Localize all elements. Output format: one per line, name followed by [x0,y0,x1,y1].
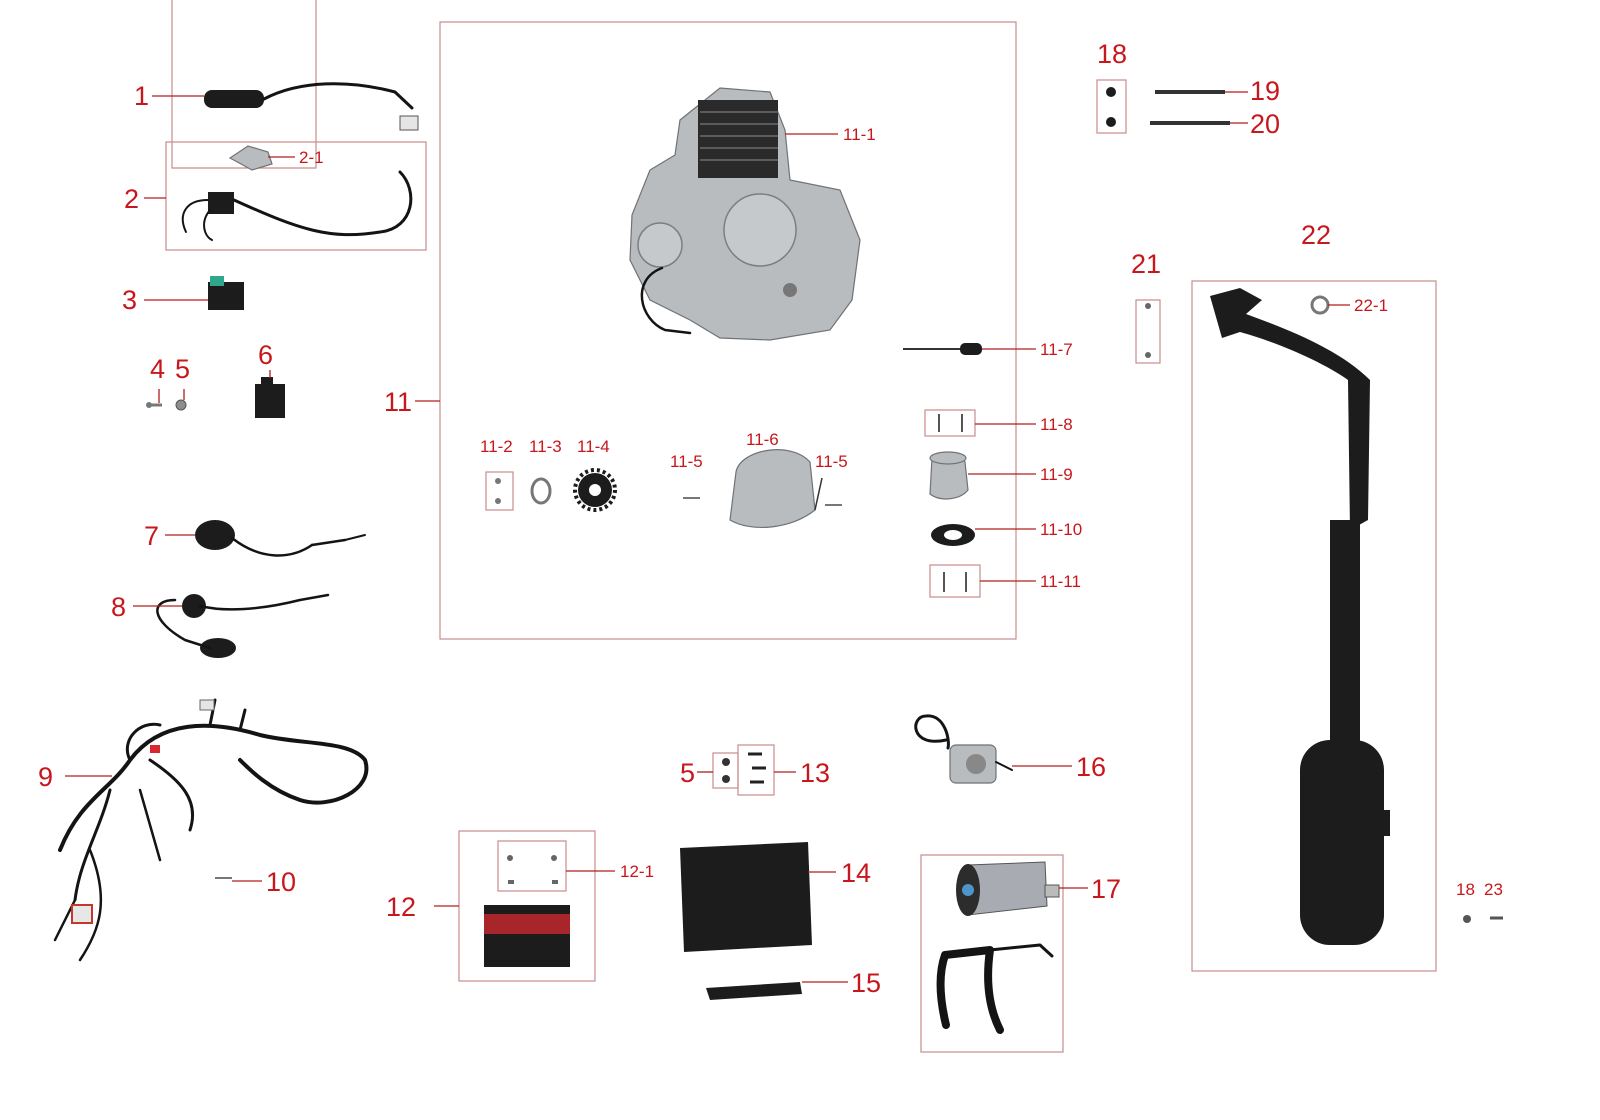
ignition-switch-icon [204,82,419,131]
label-22-1: 22-1 [1354,296,1388,315]
group-box-21 [1135,299,1161,364]
label-3: 3 [122,285,137,315]
label-11-4: 11-4 [577,437,610,456]
starter-relay-icon [195,520,366,557]
bolt-icon [683,497,842,506]
label-2-1: 2-1 [299,148,324,167]
leader-lines [65,91,1350,983]
group-box-18 [1096,79,1127,134]
engine-cover-icon [729,449,823,529]
label-6: 6 [258,340,273,370]
label-1: 1 [134,81,149,111]
group-box-11 [439,21,1017,640]
label-22: 22 [1301,220,1331,250]
stud-icon [943,572,967,592]
label-11-3: 11-3 [529,437,562,456]
group-box-17 [920,854,1064,1053]
intake-hose-icon [936,943,1054,1034]
screw-icon [495,478,501,504]
engine-assembly-icon [629,87,861,341]
cdi-unit-icon [208,276,244,310]
screw-icon [748,752,766,784]
label-11-7: 11-7 [1040,340,1073,359]
bolt-icon [1150,90,1230,125]
group-box-11-2 [485,471,514,511]
label-11-5a: 11-5 [670,452,703,471]
label-11-11: 11-11 [1040,572,1081,591]
screw-icon [507,855,558,884]
sprocket-plate-icon [530,477,552,505]
nut-icon [175,399,187,411]
group-box-11-8 [924,409,976,437]
carburetor-icon [914,714,1013,784]
label-11-2: 11-2 [480,437,513,456]
relay-icon [255,377,285,418]
label-15: 15 [851,968,881,998]
gasket-icon [931,524,975,546]
intake-pipe-icon [929,451,969,500]
label-21: 21 [1131,249,1161,279]
spark-plug-cap-icon [228,145,273,171]
nut-icon [1463,915,1471,923]
battery-icon [484,905,570,967]
label-16: 16 [1076,752,1106,782]
nut-icon [1106,87,1116,127]
wire-harness-icon [53,698,369,962]
label-4: 4 [150,354,165,384]
nut-icon [722,758,730,783]
label-20: 20 [1250,109,1280,139]
sprocket-icon [573,468,617,512]
label-11-9: 11-9 [1040,465,1073,484]
label-11-8: 11-8 [1040,415,1073,434]
ignition-coil-icon [181,170,413,241]
bracket-icon [1145,303,1151,358]
sensor-icon [903,343,982,355]
label-12: 12 [386,892,416,922]
label-2: 2 [124,184,139,214]
battery-cover-icon [680,842,812,952]
air-filter-icon [956,861,1060,916]
stud-icon [938,414,963,432]
label-12-1: 12-1 [620,862,654,881]
group-box-2 [165,141,427,251]
label-23: 23 [1484,880,1503,899]
label-18b: 18 [1456,880,1475,899]
label-14: 14 [841,858,871,888]
label-9: 9 [38,762,53,792]
label-19: 19 [1250,76,1280,106]
group-box-22 [1191,280,1437,972]
key-switch-icon [156,593,330,658]
label-7: 7 [144,521,159,551]
label-11-5b: 11-5 [815,452,848,471]
label-5b: 5 [680,758,695,788]
label-18: 18 [1097,39,1127,69]
group-box-12-1 [497,840,567,892]
label-13: 13 [800,758,830,788]
battery-strap-icon [706,982,802,1000]
label-11-6: 11-6 [746,430,779,449]
label-8: 8 [111,592,126,622]
label-11-1: 11-1 [843,125,876,144]
label-10: 10 [266,867,296,897]
label-11-10: 11-10 [1040,520,1082,539]
label-17: 17 [1091,874,1121,904]
group-box-13 [737,744,775,796]
label-5: 5 [175,354,190,384]
label-11: 11 [384,387,412,417]
bolt-icon [146,402,162,408]
exhaust-muffler-icon [1210,288,1390,945]
